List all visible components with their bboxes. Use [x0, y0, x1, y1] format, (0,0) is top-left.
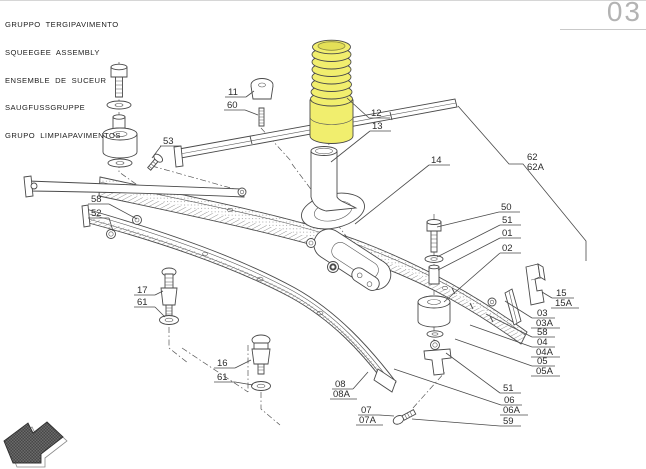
- nut-52: [106, 229, 116, 239]
- leader-line-03: [504, 300, 533, 319]
- part-label-61: 61: [137, 297, 148, 308]
- page-top-rule: [0, 0, 646, 1]
- leader-line-50: [436, 211, 500, 228]
- leader-line-60: [244, 109, 259, 116]
- leader-line-58: [485, 313, 533, 338]
- leader-line-12: [346, 97, 370, 119]
- part-label-07A: 07A: [359, 415, 377, 426]
- part-label-05A: 05A: [536, 366, 554, 377]
- part-label-05: 05: [537, 356, 548, 367]
- part-label-50: 50: [501, 202, 512, 213]
- part-label-53: 53: [163, 136, 174, 147]
- title-line-fr: ENSEMBLE DE SUCEUR: [5, 75, 107, 85]
- part-label-62: 62: [527, 152, 538, 163]
- part-label-03: 03: [537, 308, 548, 319]
- part-label-06: 06: [504, 395, 515, 406]
- knob-16: [251, 334, 271, 391]
- leader-line-04: [469, 324, 533, 348]
- leader-line-08: [352, 371, 369, 390]
- leader-line-53: [151, 145, 162, 159]
- leader-line-11: [245, 90, 255, 98]
- leader-line-14: [354, 164, 430, 225]
- blade-end-strip: [504, 288, 522, 326]
- part-label-60: 60: [227, 100, 238, 111]
- leader-line-51: [436, 224, 501, 258]
- leader-line-01: [437, 237, 501, 271]
- part-label-58: 58: [91, 194, 102, 205]
- part-label-61: 61: [217, 372, 228, 383]
- title-block: GRUPPO TERGIPAVIMENTO SQUEEGEE ASSEMBLY …: [5, 2, 121, 158]
- part-label-16: 16: [217, 358, 228, 369]
- part-label-02: 02: [502, 243, 513, 254]
- leader-line-16: [234, 359, 252, 369]
- knob-17: [159, 267, 179, 325]
- leader-line-06: [393, 368, 502, 406]
- part-label-03A: 03A: [536, 318, 554, 329]
- leader-line-17: [154, 290, 164, 296]
- knob-and-stud: [250, 78, 274, 127]
- part-label-58: 58: [537, 327, 548, 338]
- part-label-15: 15: [556, 288, 567, 299]
- grommet-58-left: [132, 215, 142, 225]
- part-label-11: 11: [228, 87, 238, 98]
- part-label-04: 04: [537, 337, 548, 348]
- part-label-08A: 08A: [333, 389, 351, 400]
- part-label-08: 08: [335, 379, 346, 390]
- leader-line-51: [445, 352, 501, 394]
- leader-line-58: [108, 203, 138, 220]
- part-label-52: 52: [91, 208, 102, 219]
- bolt-stack-center: [417, 219, 452, 376]
- latch-clip-15: [525, 263, 546, 306]
- part-label-12: 12: [371, 108, 382, 119]
- leader-line-05: [454, 338, 533, 367]
- support-arm: [23, 175, 247, 198]
- leader-line-61: [234, 381, 254, 386]
- leader-line-02: [443, 252, 501, 303]
- part-labels: 11601213535852176116610808A0707A14505101…: [88, 87, 587, 427]
- part-label-17: 17: [137, 285, 148, 296]
- leader-line-15: [541, 291, 553, 299]
- title-line-en: SQUEEGEE ASSEMBLY: [5, 48, 100, 58]
- wheel-bolt-stack: [102, 63, 138, 168]
- part-label-13: 13: [372, 121, 383, 132]
- part-label-51: 51: [503, 383, 514, 394]
- part-label-14: 14: [431, 155, 442, 166]
- part-label-07: 07: [361, 405, 372, 416]
- part-label-51: 51: [502, 215, 513, 226]
- leader-line-62: [457, 105, 587, 261]
- front-blade-assembly: [81, 204, 397, 393]
- page-number: 03: [606, 0, 642, 27]
- title-line-es: GRUPO LIMPIAPAVIMENTOS: [5, 130, 121, 140]
- title-line-it: GRUPPO TERGIPAVIMENTO: [5, 20, 119, 30]
- leader-line-52: [108, 217, 114, 232]
- nut-58-right: [487, 297, 497, 307]
- screw-59: [392, 409, 417, 425]
- vacuum-hose-highlighted[interactable]: [309, 39, 354, 144]
- part-label-59: 59: [503, 416, 514, 427]
- leader-line-07: [378, 414, 395, 417]
- title-line-de: SAUGFUSSGRUPPE: [5, 103, 86, 113]
- part-label-01: 01: [502, 228, 513, 239]
- vacuum-elbow-fitting: [301, 146, 392, 291]
- part-label-62A: 62A: [527, 162, 545, 173]
- page-number-rule: [560, 29, 646, 30]
- leader-line-13: [330, 130, 371, 163]
- part-label-04A: 04A: [536, 347, 554, 358]
- part-label-15A: 15A: [555, 298, 573, 309]
- screw-53: [147, 153, 164, 171]
- previous-page-arrow-icon[interactable]: [3, 421, 68, 468]
- leader-line-59: [411, 418, 501, 427]
- part-label-06A: 06A: [503, 405, 521, 416]
- leader-line-61: [154, 306, 166, 318]
